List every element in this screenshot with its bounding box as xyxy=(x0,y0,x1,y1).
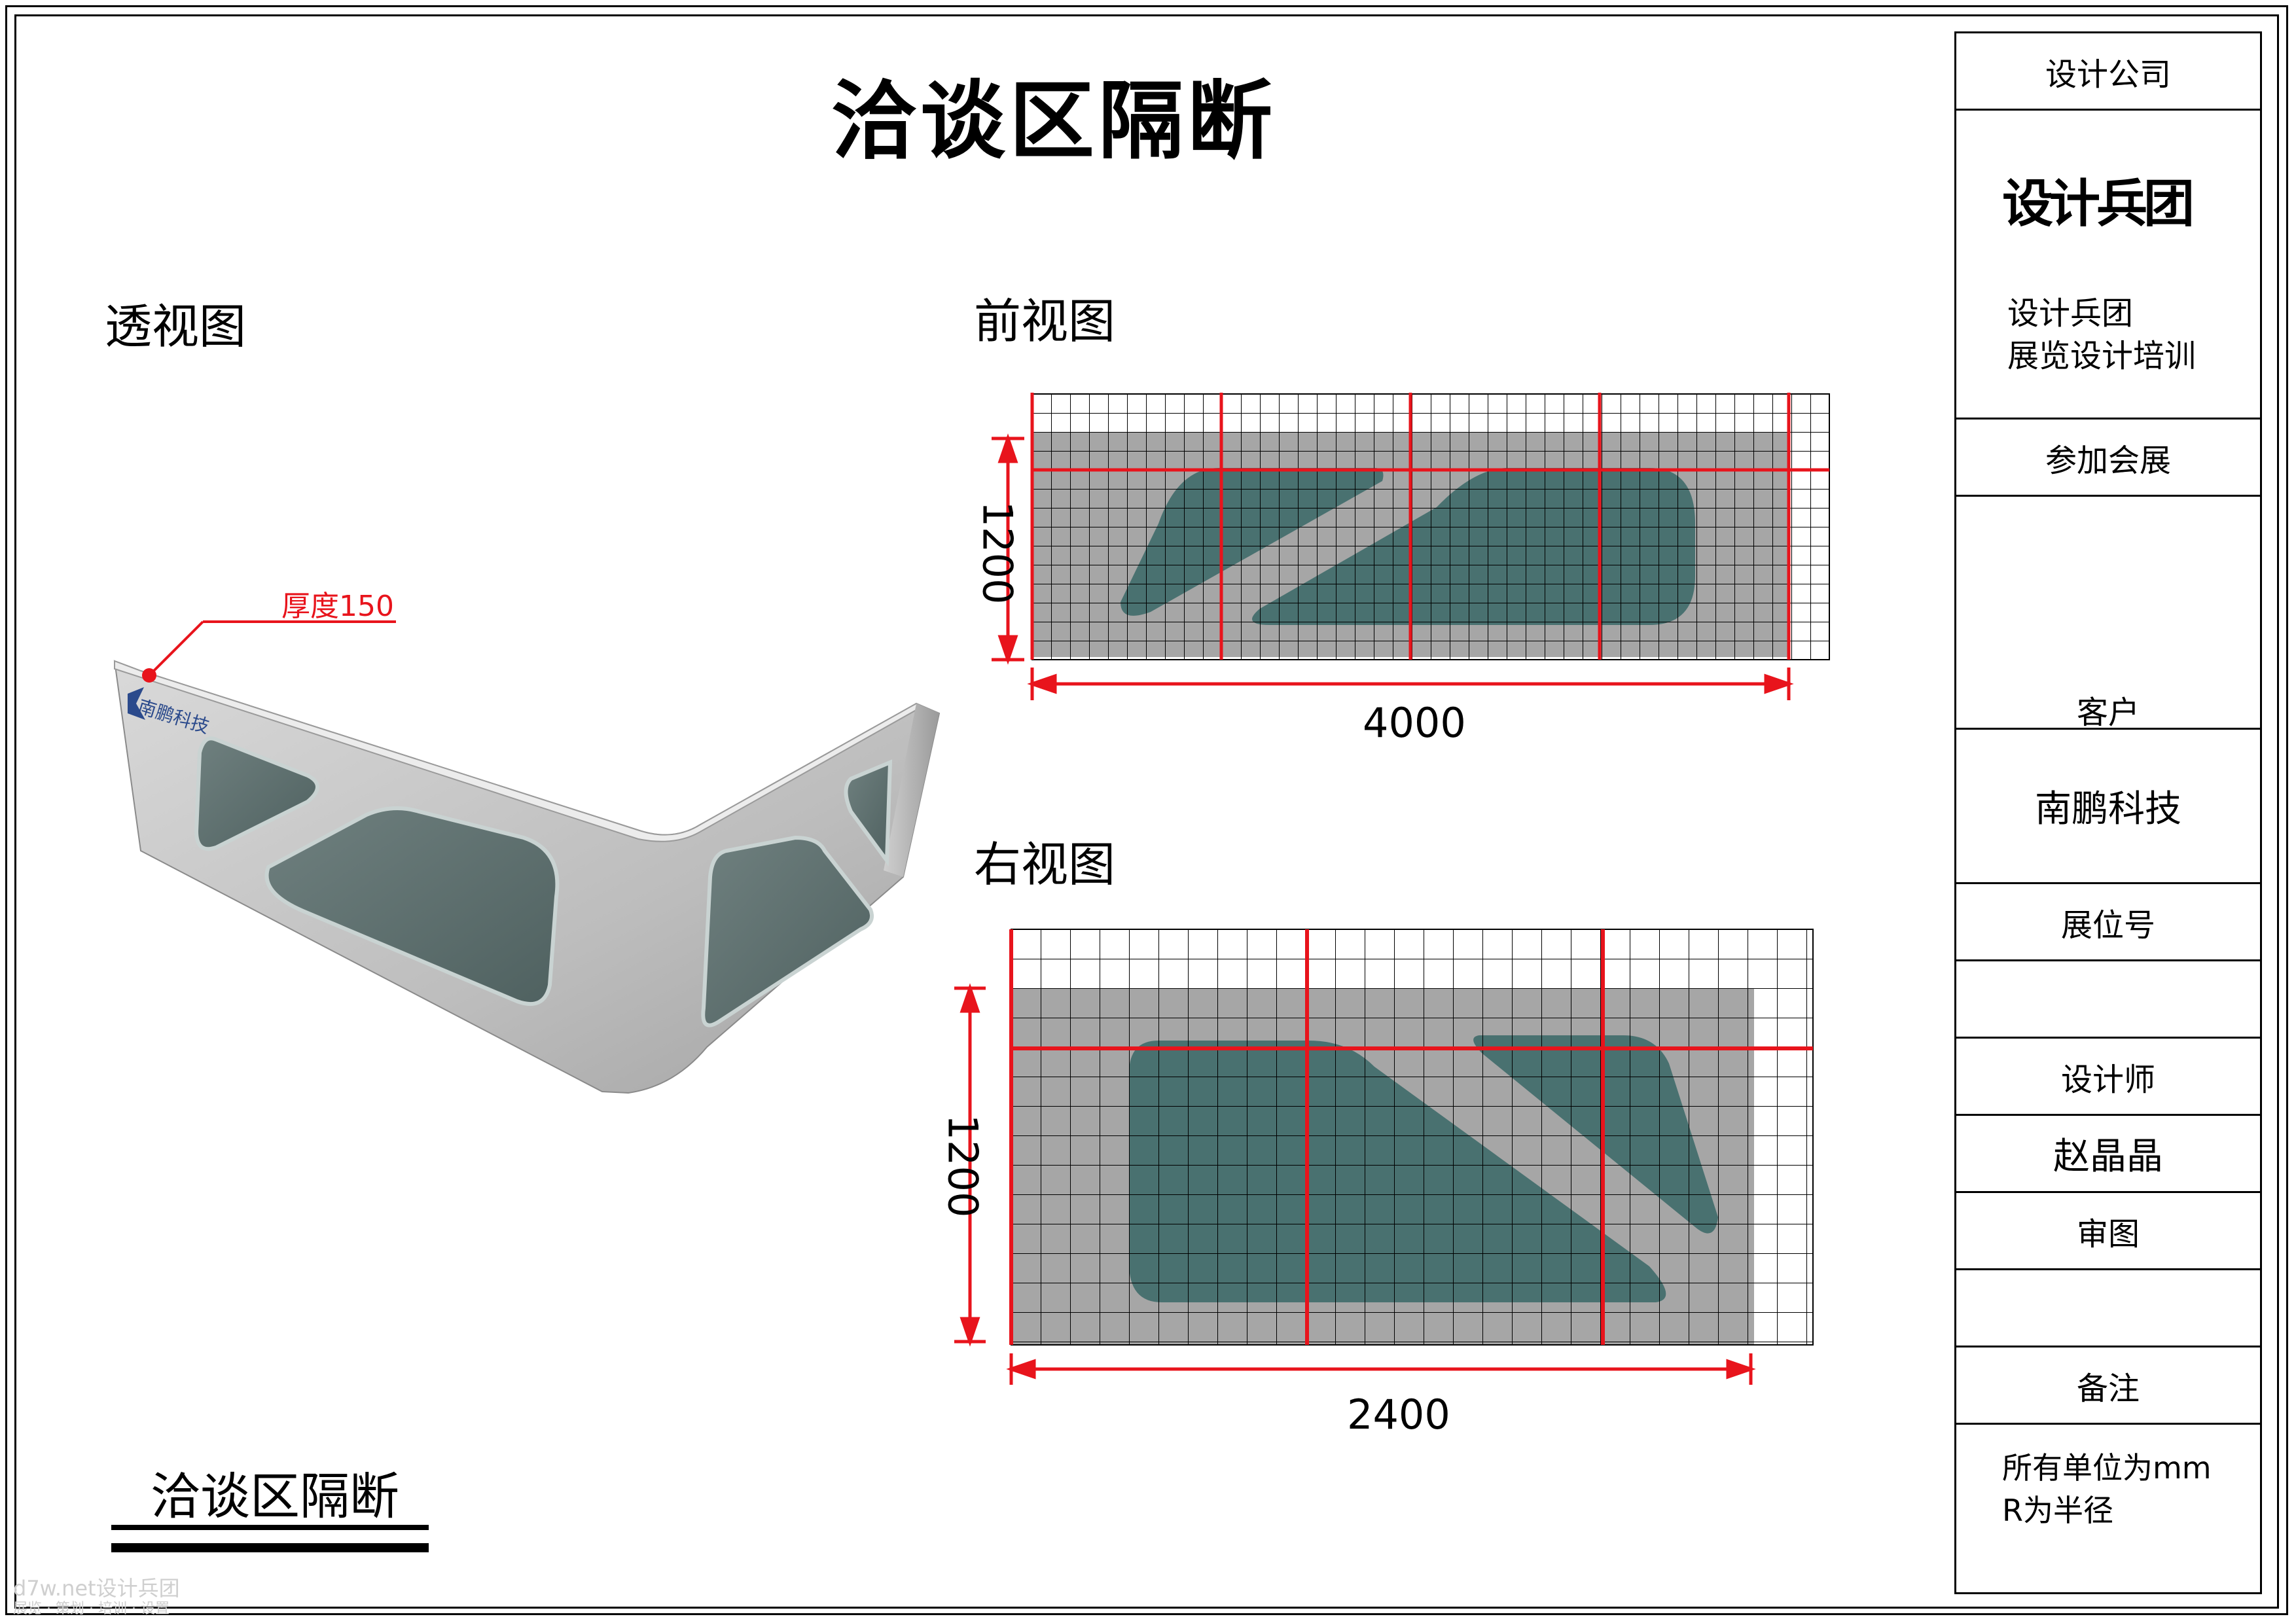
booth-value xyxy=(1956,961,2260,1039)
company-logo: 设计兵团 xyxy=(2002,175,2195,234)
front-width-dimension: 4000 xyxy=(1363,699,1466,747)
notes-cell: 所有单位为mm R为半径 xyxy=(1956,1425,2260,1592)
drawing-title: 洽谈区隔断 xyxy=(831,71,1276,171)
watermark-subtext: 展览 · 策划 · 培训 · 设置 xyxy=(13,1601,170,1617)
title-underline-thick xyxy=(111,1543,429,1552)
front-height-dimension: 1200 xyxy=(973,501,1022,605)
company-name: 设计兵团 xyxy=(2007,295,2134,332)
right-width-dimension: 2400 xyxy=(1347,1391,1450,1438)
watermark-text: d7w.net设计兵团 xyxy=(13,1576,180,1601)
bottom-drawing-title: 洽谈区隔断 xyxy=(151,1467,399,1525)
client-value: 南鹏科技 xyxy=(1956,730,2260,884)
designer-value: 赵晶晶 xyxy=(1956,1116,2260,1193)
title-underline-thin xyxy=(111,1525,429,1530)
notes-label: 备注 xyxy=(1956,1347,2260,1425)
right-height-dimension: 1200 xyxy=(939,1114,987,1218)
booth-label: 展位号 xyxy=(1956,884,2260,961)
right-view-label: 右视图 xyxy=(974,837,1116,892)
notes-line-units: 所有单位为mm xyxy=(2002,1450,2212,1486)
thickness-annotation: 厚度150 xyxy=(281,590,394,623)
company-tagline: 展览设计培训 xyxy=(2007,338,2197,374)
title-block: 设计公司 设计兵团 设计兵团 展览设计培训 参加会展 客户 南鹏科技 展位号 设… xyxy=(1954,31,2262,1594)
front-view-label: 前视图 xyxy=(974,294,1116,349)
designer-label: 设计师 xyxy=(1956,1039,2260,1116)
perspective-view-label: 透视图 xyxy=(105,299,247,354)
drawing-border-outer xyxy=(5,5,2288,1615)
drawing-border-inner xyxy=(14,14,2279,1609)
event-label: 参加会展 xyxy=(1956,419,2260,497)
review-label: 审图 xyxy=(1956,1193,2260,1270)
client-label: 客户 xyxy=(2076,694,2140,731)
review-value xyxy=(1956,1270,2260,1347)
notes-line-radius: R为半径 xyxy=(2002,1493,2113,1528)
client-cell: 客户 xyxy=(1956,497,2260,731)
company-info: 设计兵团 设计兵团 展览设计培训 xyxy=(1956,111,2260,419)
design-company-label: 设计公司 xyxy=(1956,33,2260,111)
